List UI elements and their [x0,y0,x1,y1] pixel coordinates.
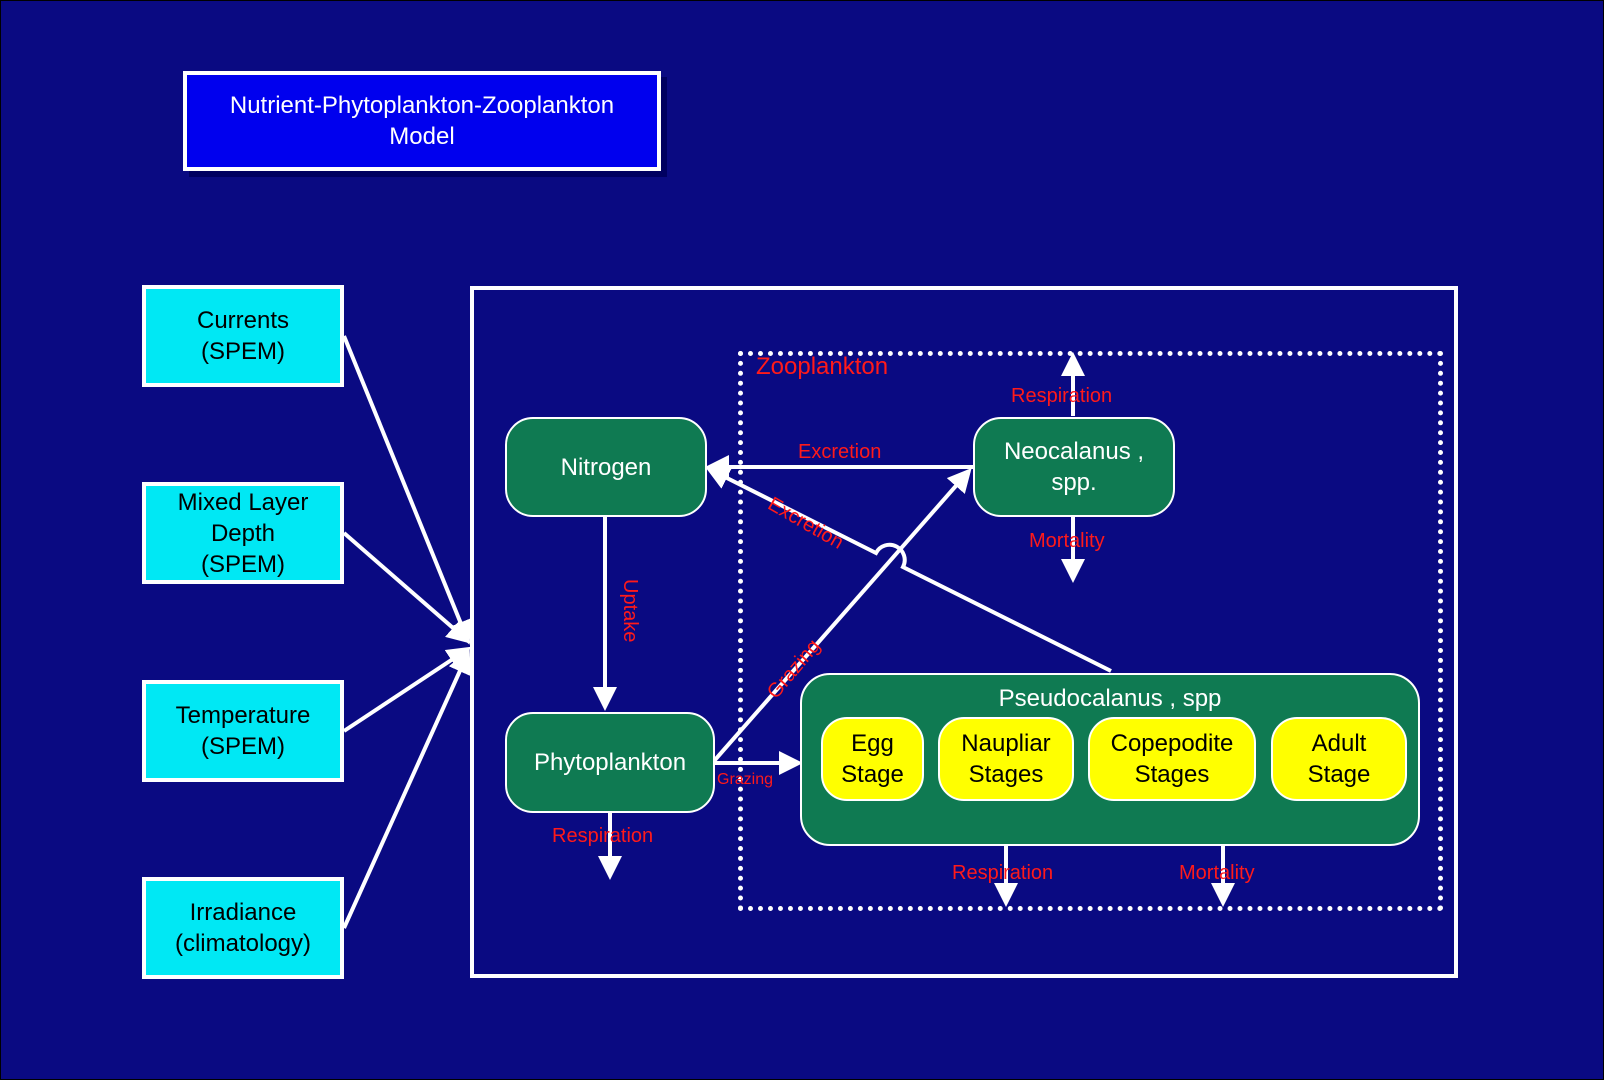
stage-adult: Adult Stage [1271,717,1407,801]
label-uptake: Uptake [619,579,641,643]
stage-adult-label: Adult Stage [1307,730,1371,788]
arrow-irradiance [342,649,471,929]
stage-naupliar: Naupliar Stages [938,717,1074,801]
arrow-excretion-diag [705,467,1112,673]
stage-copepodite-label: Copepodite Stages [1110,730,1234,788]
arrow-temperature [342,646,472,733]
label-mortality-pseudo: Mortality [1179,862,1255,884]
label-respiration-neo: Respiration [1011,385,1113,407]
input-currents: Currents (SPEM) [142,285,344,387]
model-frame [470,286,1458,978]
arrow-grazing-neo [712,467,972,763]
label-excretion-top: Excretion [798,441,882,463]
node-phytoplankton: Phytoplankton [505,712,715,813]
node-nitrogen-label: Nitrogen [560,453,652,481]
stage-egg-label: Egg Stage [841,730,904,788]
diagram-title-text: Nutrient-Phytoplankton-Zooplankton Model [229,92,615,150]
stage-copepodite: Copepodite Stages [1088,717,1256,801]
input-temperature-label: Temperature (SPEM) [175,702,311,760]
input-irradiance: Irradiance (climatology) [142,877,344,979]
input-mixed-layer-depth: Mixed Layer Depth (SPEM) [142,482,344,584]
zooplankton-frame [738,351,1443,911]
node-pseudocalanus-label: Pseudocalanus , spp [998,685,1222,712]
node-nitrogen: Nitrogen [505,417,707,517]
zooplankton-label: Zooplankton [756,353,889,380]
label-respiration-phyto: Respiration [552,825,654,847]
arrow-currents [342,335,472,645]
label-grazing-small: Grazing [717,771,774,788]
node-neocalanus-label: Neocalanus , spp. [1003,438,1145,496]
node-neocalanus: Neocalanus , spp. [973,417,1175,517]
stage-egg: Egg Stage [821,717,924,801]
input-irradiance-label: Irradiance (climatology) [174,899,312,957]
stage-naupliar-label: Naupliar Stages [961,730,1051,788]
label-respiration-pseudo: Respiration [952,862,1054,884]
node-phytoplankton-label: Phytoplankton [533,749,687,776]
arrow-mixed-layer [342,531,472,644]
input-temperature: Temperature (SPEM) [142,680,344,782]
label-mortality-neo: Mortality [1029,530,1105,552]
input-currents-label: Currents (SPEM) [196,307,290,365]
diagram-title: Nutrient-Phytoplankton-Zooplankton Model [183,71,661,171]
input-mixed-layer-label: Mixed Layer Depth (SPEM) [177,488,309,578]
